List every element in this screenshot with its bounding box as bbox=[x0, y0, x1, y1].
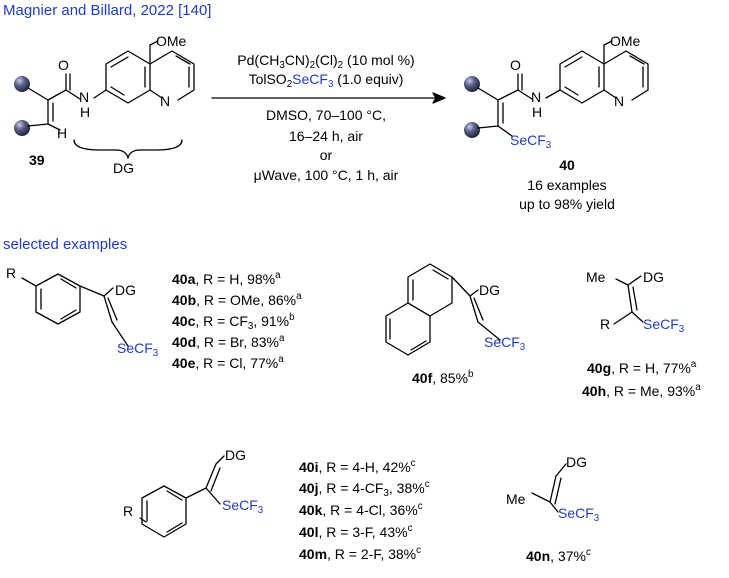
structure-40g-h bbox=[613, 275, 644, 325]
example-40n: 40n, 37%c bbox=[526, 547, 591, 564]
atom-n-amide: N bbox=[531, 89, 542, 105]
product-40-structure bbox=[464, 40, 649, 138]
ome-label: OMe bbox=[156, 33, 187, 49]
substituent-ball-icon bbox=[464, 76, 480, 92]
page-title: Magnier and Billard, 2022 [140] bbox=[3, 2, 212, 19]
substituent-ball-icon bbox=[14, 76, 30, 92]
structure-40n bbox=[531, 463, 567, 513]
example-40c: 40c, R = CF3, 91%b bbox=[172, 312, 295, 332]
max-yield: up to 98% yield bbox=[519, 196, 615, 212]
atom-h-amide: H bbox=[532, 104, 543, 120]
example-40a: 40a, R = H, 98%a bbox=[172, 270, 281, 287]
dg-label: DG bbox=[115, 282, 136, 298]
example-40l: 40l, R = 3-F, 43%c bbox=[299, 523, 413, 540]
example-40k: 40k, R = 4-Cl, 36%c bbox=[299, 501, 423, 518]
time-label: 16–24 h, air bbox=[289, 128, 363, 144]
atom-o: O bbox=[58, 57, 69, 73]
atom-n-ring: N bbox=[160, 93, 171, 109]
secf3-label: SeCF3 bbox=[484, 334, 526, 353]
ome-label: OMe bbox=[610, 33, 641, 49]
secf3-label: SeCF3 bbox=[558, 505, 600, 524]
section-heading: selected examples bbox=[3, 236, 128, 253]
dg-label: DG bbox=[643, 269, 664, 285]
structure-40f bbox=[385, 263, 501, 356]
r-group-label: R bbox=[123, 503, 134, 519]
example-40j: 40j, R = 4-CF3, 38%c bbox=[299, 479, 430, 499]
methyl-label: Me bbox=[506, 491, 526, 507]
dg-label: DG bbox=[479, 282, 500, 298]
example-40d: 40d, R = Br, 83%a bbox=[172, 333, 285, 350]
atom-h-amide: H bbox=[80, 104, 91, 120]
atom-o: O bbox=[510, 57, 521, 73]
dg-label: DG bbox=[225, 447, 246, 463]
secf3-label: SeCF3 bbox=[222, 497, 264, 516]
secf3-label: SeCF3 bbox=[510, 132, 552, 151]
example-40m: 40m, R = 2-F, 38%c bbox=[299, 545, 422, 562]
microwave-label: μWave, 100 °C, 1 h, air bbox=[253, 167, 399, 183]
secf3-label: SeCF3 bbox=[643, 316, 685, 335]
example-40b: 40b, R = OMe, 86%a bbox=[172, 291, 302, 308]
or-label: or bbox=[319, 147, 333, 163]
secf3-label: SeCF3 bbox=[117, 340, 159, 359]
example-40h: 40h, R = Me, 93%a bbox=[582, 382, 701, 399]
dg-label: DG bbox=[113, 160, 134, 176]
example-40e: 40e, R = Cl, 77%a bbox=[172, 354, 284, 371]
r-group-label: R bbox=[6, 265, 17, 281]
example-40i: 40i, R = 4-H, 42%c bbox=[299, 458, 416, 475]
substituent-ball-icon bbox=[464, 122, 480, 138]
example-40f: 40f, 85%b bbox=[412, 369, 474, 386]
substituent-ball-icon bbox=[14, 120, 30, 136]
atom-n-ring: N bbox=[614, 93, 625, 109]
methyl-label: Me bbox=[586, 269, 606, 285]
dg-label: DG bbox=[566, 454, 587, 470]
structure-40i-m bbox=[139, 455, 225, 538]
reagent-label: TolSO2SeCF3 (1.0 equiv) bbox=[248, 71, 404, 90]
compound-id: 39 bbox=[29, 152, 45, 168]
r-group-label: R bbox=[600, 316, 611, 332]
structure-40a-e bbox=[21, 273, 129, 347]
reactant-39-structure bbox=[14, 40, 195, 159]
reaction-arrow bbox=[211, 92, 446, 104]
atom-n-amide: N bbox=[79, 89, 90, 105]
compound-id: 40 bbox=[559, 157, 575, 173]
solvent-label: DMSO, 70–100 °C, bbox=[266, 107, 386, 123]
example-40g: 40g, R = H, 77%a bbox=[587, 359, 697, 376]
examples-count: 16 examples bbox=[527, 177, 607, 193]
catalyst-label: Pd(CH3CN)2(Cl)2 (10 mol %) bbox=[237, 52, 415, 71]
atom-h-vinyl: H bbox=[57, 125, 68, 141]
